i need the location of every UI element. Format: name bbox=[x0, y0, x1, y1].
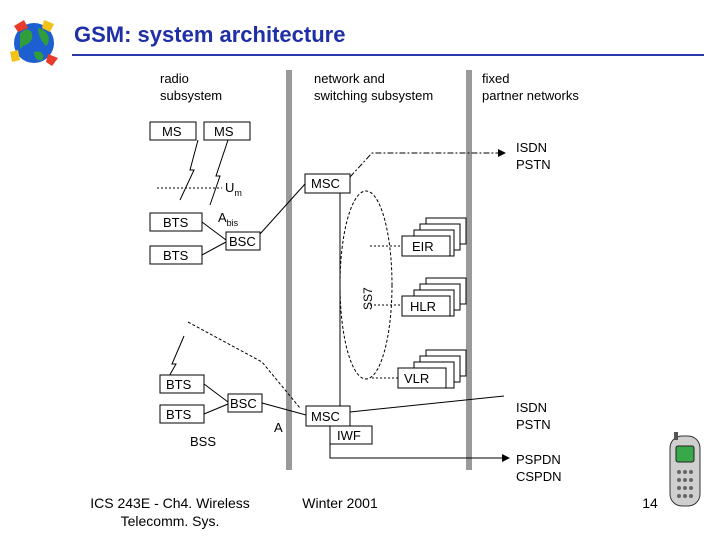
page-number: 14 bbox=[642, 495, 658, 511]
link-msc2-isdn-bottom bbox=[349, 395, 505, 413]
isdn-top-label: ISDN bbox=[516, 140, 547, 155]
divider-network-fixed bbox=[466, 70, 472, 470]
pspdn-label: PSPDN bbox=[516, 452, 561, 467]
bss-label: BSS bbox=[190, 434, 216, 449]
footer-course-line1: ICS 243E - Ch4. Wireless bbox=[90, 495, 250, 511]
eir-box bbox=[401, 235, 451, 257]
ss7-label: SS7 bbox=[361, 287, 375, 310]
ms2-box bbox=[203, 121, 251, 141]
radio-link-ms1 bbox=[179, 139, 199, 201]
bts2-label: BTS bbox=[163, 248, 189, 263]
bts3-box bbox=[159, 374, 205, 394]
link-bsc1-msc1 bbox=[259, 183, 306, 235]
hlr-box bbox=[401, 295, 451, 317]
bsc2-box bbox=[227, 393, 263, 413]
bts1-box bbox=[149, 212, 203, 232]
bts3-label: BTS bbox=[166, 377, 192, 392]
header-fixed-line2: partner networks bbox=[482, 88, 579, 103]
a-interface-label: A bbox=[274, 420, 283, 435]
bsc1-box bbox=[225, 231, 261, 251]
title-underline bbox=[72, 54, 704, 56]
link-bts2-bsc1 bbox=[201, 241, 227, 256]
ss7-network-ellipse bbox=[339, 190, 393, 380]
ms1-label: MS bbox=[162, 124, 182, 139]
header-network-line2: switching subsystem bbox=[314, 88, 433, 103]
header-network-line1: network and bbox=[314, 71, 385, 86]
link-bts1-bsc1 bbox=[201, 221, 227, 241]
msc1-label: MSC bbox=[311, 176, 340, 191]
radio-link-bts3 bbox=[167, 335, 185, 379]
link-bsc2-msc2 bbox=[261, 402, 307, 416]
hlr-label: HLR bbox=[410, 299, 436, 314]
bts1-label: BTS bbox=[163, 215, 189, 230]
mobile-phone-icon bbox=[669, 432, 701, 507]
link-msc1-isdn-top bbox=[349, 152, 498, 178]
bts4-label: BTS bbox=[166, 407, 192, 422]
globe-logo-icon bbox=[10, 20, 58, 66]
ms1-box bbox=[149, 121, 197, 141]
footer-term: Winter 2001 bbox=[302, 495, 378, 511]
msc2-label: MSC bbox=[311, 409, 340, 424]
msc2-box bbox=[305, 405, 351, 427]
bsc2-label: BSC bbox=[230, 396, 257, 411]
eir-label: EIR bbox=[412, 239, 434, 254]
footer-course: ICS 243E - Ch4. Wireless Telecomm. Sys. bbox=[70, 494, 270, 530]
divider-radio-network bbox=[286, 70, 292, 470]
slide-title: GSM: system architecture bbox=[74, 22, 346, 47]
link-bts4-bsc2 bbox=[203, 403, 229, 415]
pstn-bottom-label: PSTN bbox=[516, 417, 551, 432]
ms2-label: MS bbox=[214, 124, 234, 139]
iwf-box bbox=[329, 425, 373, 445]
um-interface-label: Um bbox=[225, 180, 242, 198]
link-bts3-bsc2 bbox=[203, 383, 229, 403]
radio-link-ms2 bbox=[209, 139, 229, 206]
vlr-box bbox=[397, 367, 447, 389]
header-radio-line1: radio bbox=[160, 71, 189, 86]
bts4-box bbox=[159, 404, 205, 424]
isdn-bottom-label: ISDN bbox=[516, 400, 547, 415]
footer-course-line2: Telecomm. Sys. bbox=[120, 513, 220, 529]
header-fixed-line1: fixed bbox=[482, 71, 509, 86]
pstn-top-label: PSTN bbox=[516, 157, 551, 172]
cspdn-label: CSPDN bbox=[516, 469, 562, 484]
header-radio-line2: subsystem bbox=[160, 88, 222, 103]
bsc1-label: BSC bbox=[229, 234, 256, 249]
link-iwf-pspdn bbox=[329, 440, 502, 459]
msc1-box bbox=[304, 173, 351, 194]
vlr-label: VLR bbox=[404, 371, 429, 386]
iwf-label: IWF bbox=[337, 428, 361, 443]
bts2-box bbox=[149, 245, 203, 265]
abis-interface-label: Abis bbox=[218, 210, 239, 228]
